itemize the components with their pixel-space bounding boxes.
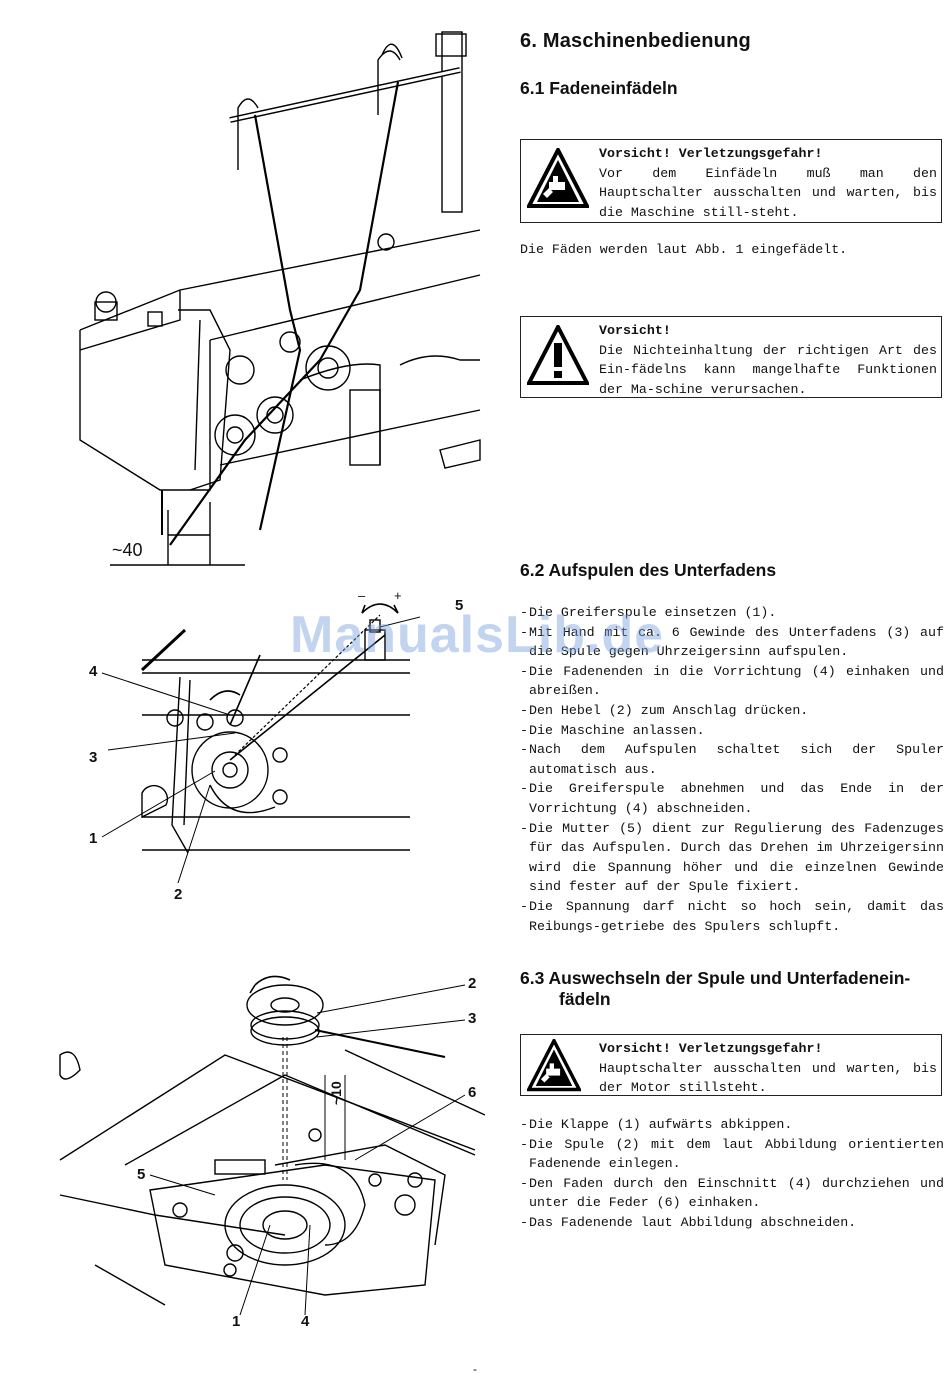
plus-sign: + — [394, 588, 402, 603]
warning-box-caution: Vorsicht! Die Nichteinhaltung der richti… — [520, 316, 942, 398]
heading-line: fädeln — [559, 989, 611, 1009]
heading-6-2: 6.2 Aufspulen des Unterfadens — [520, 560, 777, 580]
list-item: Die Spannung darf nicht so hoch sein, da… — [520, 897, 944, 936]
warning-head: Vorsicht! Verletzungsgefahr! — [599, 146, 823, 161]
callout-5: 5 — [137, 1166, 146, 1183]
threading-paragraph: Die Fäden werden laut Abb. 1 eingefädelt… — [520, 242, 848, 257]
callout-3: 3 — [468, 1010, 477, 1027]
callout-1: 1 — [89, 830, 98, 847]
callout-4: 4 — [89, 663, 98, 680]
callout-4: 4 — [301, 1313, 310, 1330]
list-item: Die Maschine anlassen. — [520, 721, 944, 741]
dimension-label: ~10 — [328, 1081, 344, 1105]
watermark: ManualsLib.de — [290, 606, 665, 664]
section-title: 6. Maschinenbedienung — [520, 30, 751, 52]
bobbin-change-steps: Die Klappe (1) aufwärts abkippen. Die Sp… — [520, 1115, 944, 1233]
hand-injury-warning-icon — [527, 1039, 581, 1092]
list-item: Den Hebel (2) zum Anschlag drücken. — [520, 701, 944, 721]
warning-text: Hauptschalter ausschalten und warten, bi… — [599, 1060, 937, 1096]
heading-6-3: 6.3 Auswechseln der Spule und Unterfaden… — [520, 968, 910, 1010]
warning-box-motor: Vorsicht! Verletzungsgefahr! Hauptschalt… — [520, 1034, 942, 1096]
list-item: Die Klappe (1) aufwärts abkippen. — [520, 1115, 944, 1135]
hand-injury-warning-icon — [527, 148, 589, 208]
figure-threading-diagram — [79, 31, 481, 566]
bobbin-winding-steps: Die Greiferspule einsetzen (1). Mit Hand… — [520, 603, 944, 936]
dimension-label: ~40 — [112, 540, 143, 560]
callout-1: 1 — [232, 1313, 241, 1330]
warning-box-injury: Vorsicht! Verletzungsgefahr! Vor dem Ein… — [520, 139, 942, 223]
list-item: Mit Hand mit ca. 6 Gewinde des Unterfade… — [520, 623, 944, 662]
minus-sign: – — [358, 588, 366, 603]
figure-bobbin-change — [59, 975, 485, 1316]
list-item: Die Spule (2) mit dem laut Abbildung ori… — [520, 1135, 944, 1174]
exclamation-warning-icon — [527, 325, 589, 385]
heading-6-1: 6.1 Fadeneinfädeln — [520, 78, 678, 98]
page-mark: - — [473, 1362, 477, 1376]
list-item: Die Fadenenden in die Vorrichtung (4) ei… — [520, 662, 944, 701]
warning-head: Vorsicht! — [599, 323, 671, 338]
list-item: Die Greiferspule einsetzen (1). — [520, 603, 944, 623]
list-item: Die Mutter (5) dient zur Regulierung des… — [520, 819, 944, 897]
callout-2: 2 — [174, 886, 183, 903]
list-item: Die Greiferspule abnehmen und das Ende i… — [520, 779, 944, 818]
warning-head: Vorsicht! Verletzungsgefahr! — [599, 1041, 823, 1056]
callout-3: 3 — [89, 749, 98, 766]
callout-5: 5 — [455, 597, 464, 614]
list-item: Das Fadenende laut Abbildung abschneiden… — [520, 1213, 944, 1233]
figure-bobbin-winder — [101, 603, 420, 884]
warning-text: Die Nichteinhaltung der richtigen Art de… — [599, 342, 937, 397]
callout-6: 6 — [468, 1084, 477, 1101]
heading-line: 6.3 Auswechseln der Spule und Unterfaden… — [520, 968, 911, 988]
list-item: Den Faden durch den Einschnitt (4) durch… — [520, 1174, 944, 1213]
callout-2: 2 — [468, 975, 477, 992]
warning-text: Vor dem Einfädeln muß man den Hauptschal… — [599, 165, 937, 220]
list-item: Nach dem Aufspulen schaltet sich der Spu… — [520, 740, 944, 779]
